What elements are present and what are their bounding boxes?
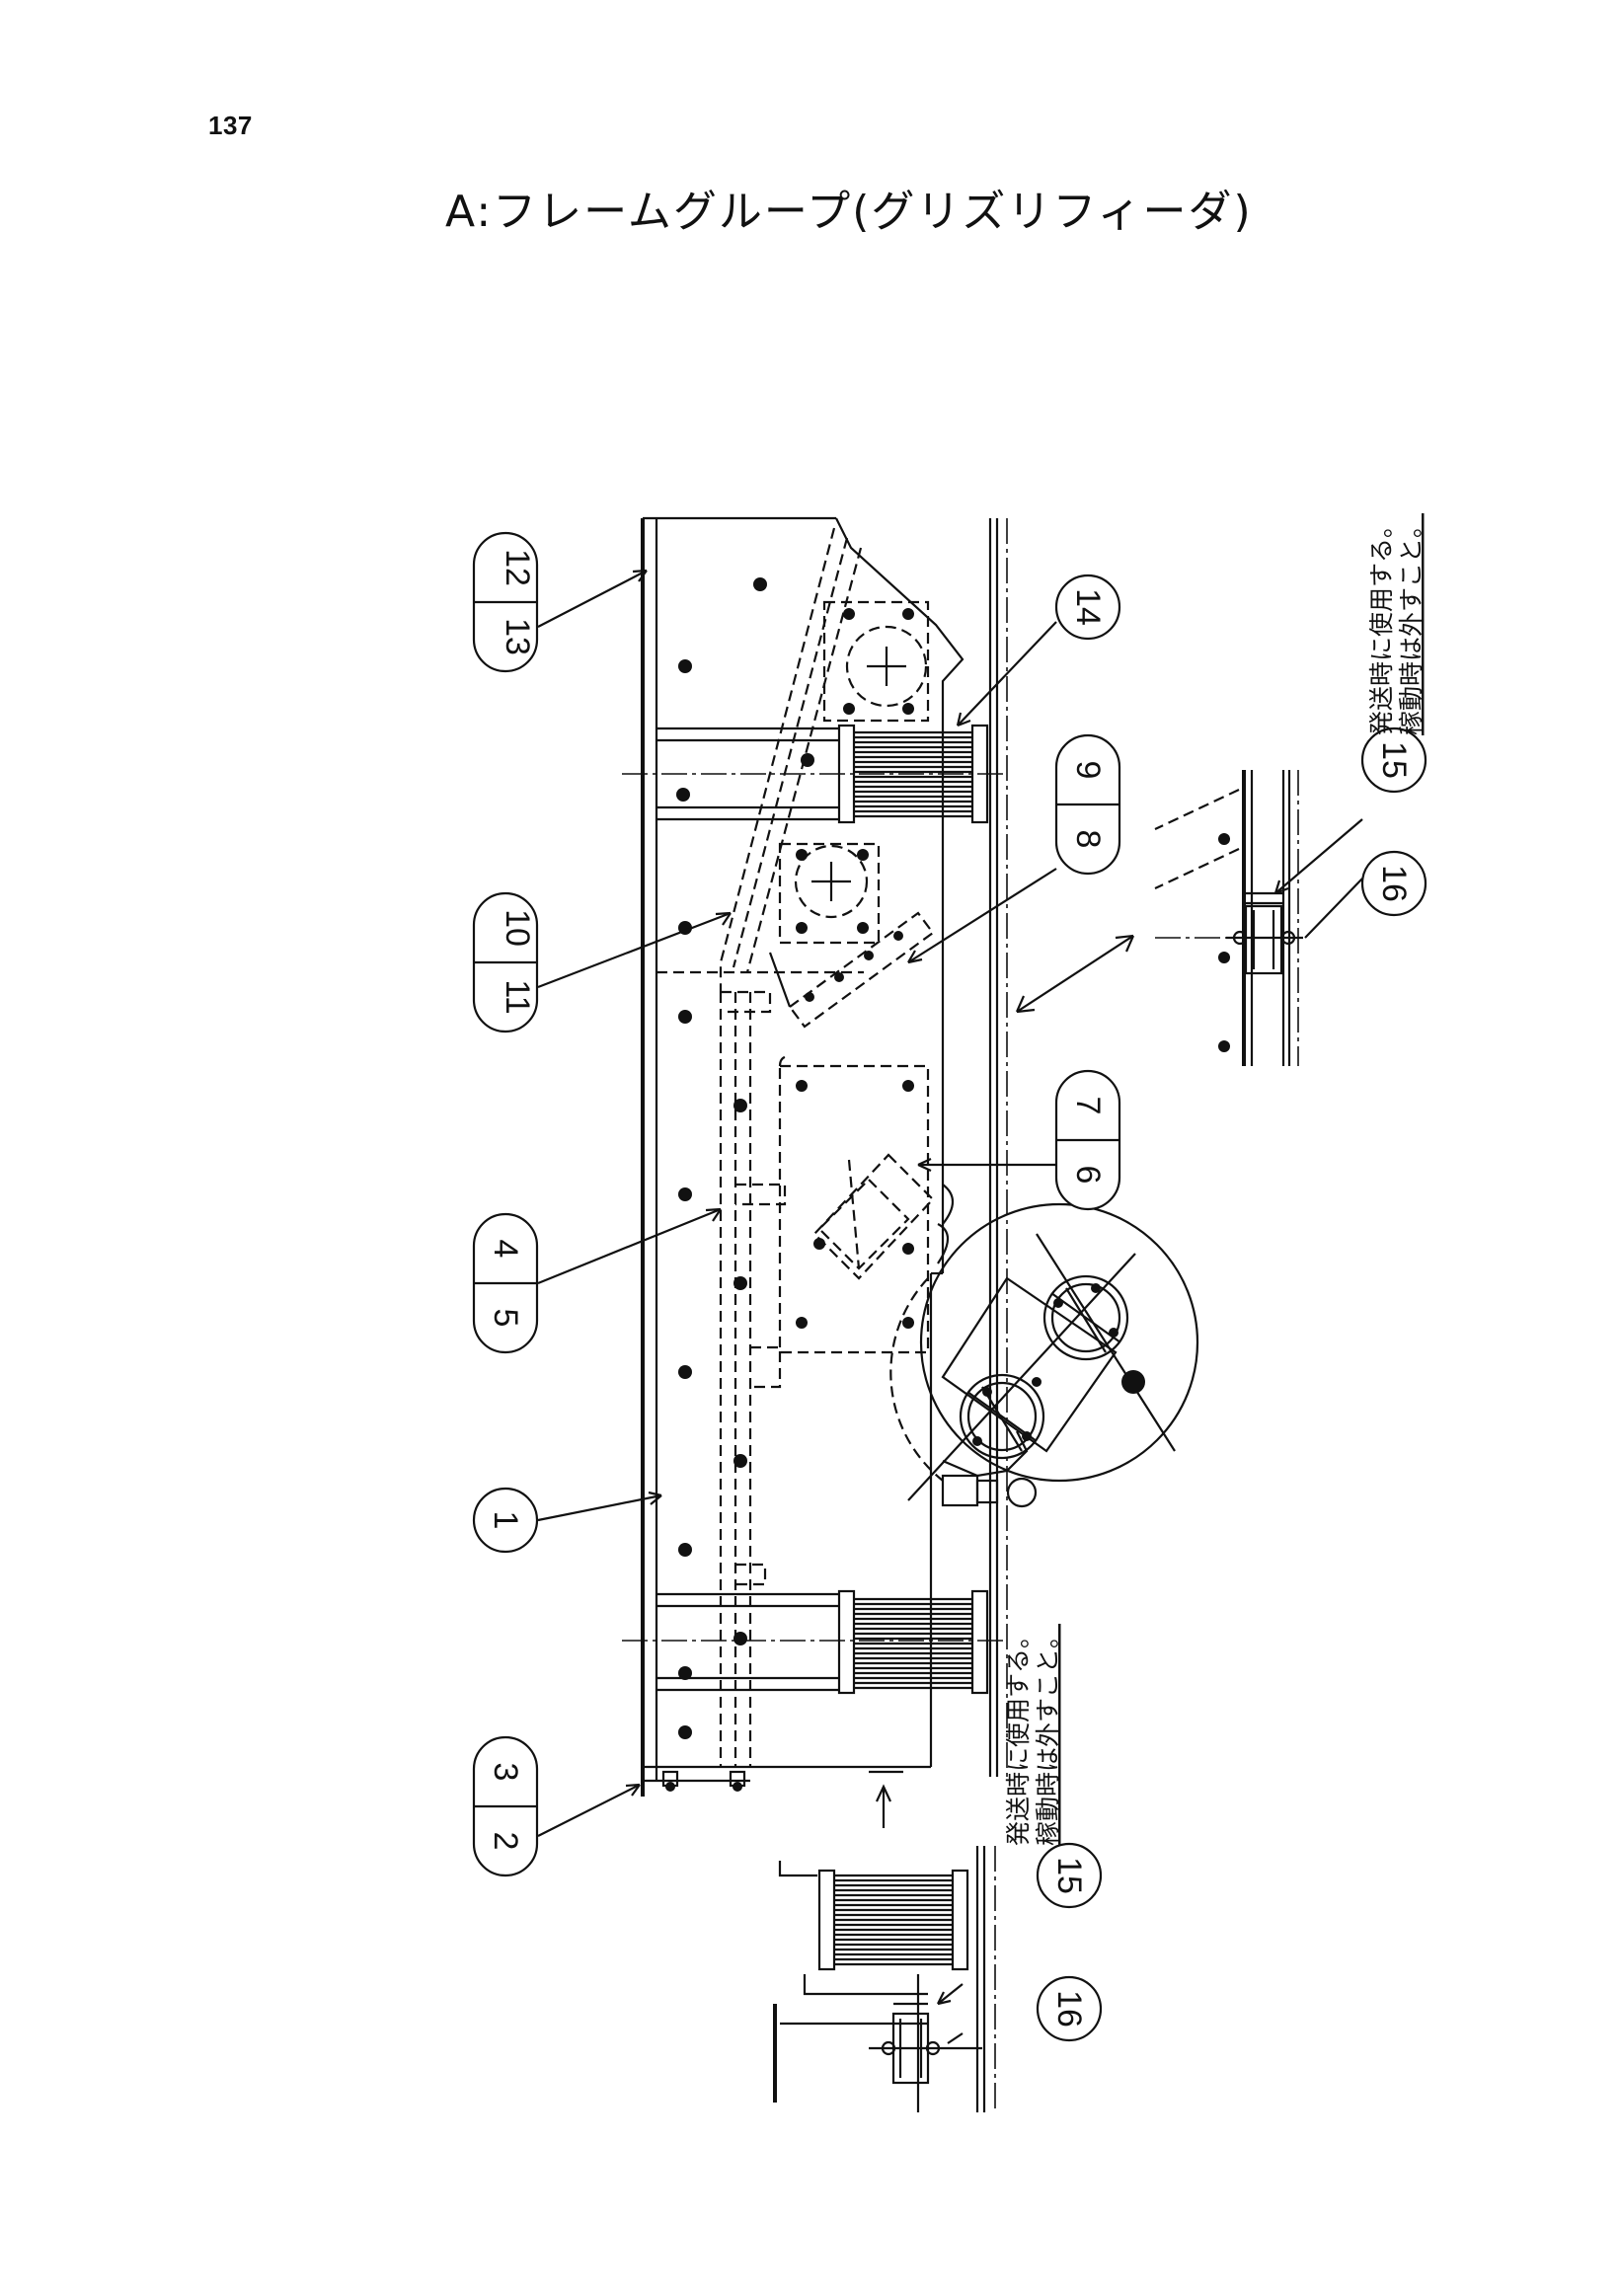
view-arrow [869, 1770, 903, 1828]
callout-label: 3 [487, 1763, 524, 1782]
motor-mount-plate [778, 1054, 930, 1354]
callout-label: 16 [1375, 865, 1413, 902]
callout-label: 15 [1050, 1857, 1088, 1894]
hidden-inner-beam [656, 527, 864, 1767]
callout-4-5: 4 5 [472, 1212, 539, 1354]
side-plate-lower [778, 842, 881, 945]
callout-15-right: 15 [1360, 727, 1427, 794]
page-title: A:フレームグループ(グリズリフィーダ) [445, 187, 1253, 237]
frame-body [641, 516, 1008, 1797]
note-left-line1: 発送時に使用する。 [1005, 1624, 1033, 1846]
detail-view-right [1154, 770, 1303, 1066]
note-right-line1: 発送時に使用する。 [1368, 513, 1396, 735]
note-right: 発送時に使用する。 稼動時は外すこと。 [1368, 513, 1426, 735]
detail-view-left [773, 1846, 996, 2112]
callout-label: 7 [1069, 1097, 1107, 1115]
note-left-line2: 稼動時は外すこと。 [1035, 1624, 1062, 1846]
callout-10-11: 10 11 [472, 891, 539, 1033]
callout-6-7: 6 7 [1054, 1069, 1121, 1211]
callout-label: 8 [1069, 830, 1107, 849]
note-right-line2: 稼動時は外すこと。 [1398, 513, 1426, 735]
page-number: 137 [208, 111, 253, 140]
coil-spring-upper [837, 724, 989, 824]
callout-label: 13 [499, 618, 536, 655]
callout-15-left: 15 [1036, 1842, 1103, 1909]
note-left: 発送時に使用する。 稼動時は外すこと。 [1005, 1624, 1062, 1846]
callout-14: 14 [1054, 574, 1121, 641]
vibrator-motor [889, 1184, 1199, 1508]
leader-lines [537, 569, 1363, 2044]
callout-label: 1 [487, 1511, 524, 1530]
callout-label: 12 [499, 549, 536, 586]
callout-label: 15 [1375, 741, 1413, 779]
callout-8-9: 8 9 [1054, 733, 1121, 876]
callout-label: 5 [487, 1309, 524, 1328]
callout-label: 11 [499, 979, 536, 1014]
callout-label: 14 [1069, 588, 1107, 626]
coil-spring-lower [837, 1589, 989, 1695]
spring-post-upper [622, 727, 1007, 821]
callout-1: 1 [472, 1487, 539, 1554]
callout-12-13: 12 13 [472, 531, 539, 673]
frame-bolts [661, 577, 814, 1792]
diagonal-bracket [768, 911, 935, 1029]
callout-16-left: 16 [1036, 1975, 1103, 2042]
callout-label: 16 [1050, 1990, 1088, 2028]
callout-label: 2 [487, 1832, 524, 1851]
callout-label: 10 [499, 909, 536, 947]
vibration-direction-arrow [1015, 934, 1135, 1014]
callout-16-right: 16 [1360, 850, 1427, 917]
hinge-bracket [812, 1153, 935, 1280]
callout-label: 6 [1069, 1166, 1107, 1185]
side-plate-upper [822, 600, 930, 723]
callout-label: 9 [1069, 761, 1107, 780]
callout-2-3: 2 3 [472, 1735, 539, 1877]
callout-label: 4 [487, 1240, 524, 1259]
